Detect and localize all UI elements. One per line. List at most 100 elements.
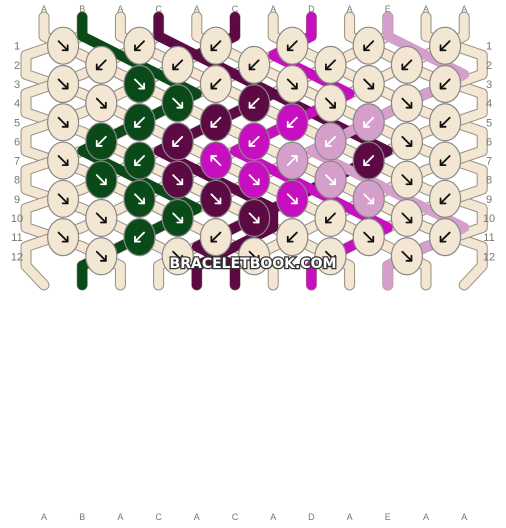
knot xyxy=(46,64,80,104)
row-label-right: 4 xyxy=(486,98,492,110)
knot-arrow-head xyxy=(134,235,141,243)
knot-arrow-icon xyxy=(363,40,375,52)
knot-arrow-head xyxy=(252,178,260,186)
knot-arrow-icon xyxy=(325,250,336,262)
knot-arrow-head xyxy=(248,63,256,71)
knot-arrow-icon xyxy=(439,116,451,128)
knot-arrow-icon xyxy=(95,250,107,262)
knot-arrow-head xyxy=(214,197,222,205)
knot-arrow-head xyxy=(290,82,298,90)
knot-arrow-head xyxy=(405,101,413,109)
row-label-right: 1 xyxy=(486,41,492,53)
knot xyxy=(123,179,156,218)
knot xyxy=(314,84,347,123)
knot xyxy=(199,179,232,218)
knot xyxy=(199,103,232,142)
knot-arrow-head xyxy=(134,120,141,128)
knot-arrow-icon xyxy=(439,155,451,167)
knot-arrow-head xyxy=(95,140,103,147)
knot xyxy=(238,122,271,161)
knot-arrow-icon xyxy=(363,155,375,167)
knot-arrow-head xyxy=(138,197,145,205)
knot-arrow-head xyxy=(134,44,141,52)
knot-arrow-head xyxy=(210,120,218,128)
knot-arrow-icon xyxy=(439,40,451,52)
knot-arrow-head xyxy=(210,82,218,90)
knot-arrow-head xyxy=(99,178,107,186)
knot-arrow-icon xyxy=(134,116,145,128)
knot xyxy=(85,237,118,276)
knot xyxy=(85,198,118,238)
knot-arrow-head xyxy=(405,178,413,186)
knot-arrow-head xyxy=(61,82,69,90)
knot xyxy=(238,237,271,276)
knot xyxy=(123,103,156,142)
knot xyxy=(352,64,385,104)
knot-arrow-head xyxy=(363,120,371,128)
knot-arrow-head xyxy=(325,140,332,147)
knot-arrow-icon xyxy=(172,97,184,109)
knot xyxy=(429,218,462,257)
knot-arrow-head xyxy=(210,155,218,162)
knot-arrow-head xyxy=(286,44,294,52)
knot-arrow-head xyxy=(439,44,447,52)
knot xyxy=(123,141,156,180)
knot-arrow-icon xyxy=(325,174,336,186)
knot-arrow-icon xyxy=(401,59,413,71)
row-label-right: 12 xyxy=(483,251,495,263)
knot-arrow-head xyxy=(176,178,184,186)
knot-arrow-icon xyxy=(57,116,69,128)
knot-arrow-icon xyxy=(286,78,298,90)
row-label-right: 10 xyxy=(483,213,495,225)
row-label-left: 4 xyxy=(14,98,20,110)
strand-label-top: C xyxy=(155,4,162,14)
knot xyxy=(161,160,194,199)
knot xyxy=(46,218,80,257)
knot-arrow-icon xyxy=(248,174,260,186)
knot-arrow-head xyxy=(439,120,447,128)
row-label-right: 3 xyxy=(486,79,492,91)
knot-arrow-icon xyxy=(210,193,222,205)
knot-arrow-icon xyxy=(248,250,260,262)
knot-arrow-head xyxy=(363,159,371,167)
knot-grid xyxy=(46,26,462,276)
knot-arrow-icon xyxy=(325,97,336,109)
knot xyxy=(276,179,309,218)
knot-arrow-head xyxy=(95,63,103,71)
knot-arrow-icon xyxy=(95,59,107,71)
knot-arrow-icon xyxy=(363,193,375,205)
row-label-right: 8 xyxy=(486,175,492,187)
knot-arrow-head xyxy=(61,120,69,128)
strand-label-bottom: C xyxy=(232,512,239,522)
knot-arrow-icon xyxy=(363,116,375,128)
knot-arrow-head xyxy=(61,235,69,243)
knot-arrow-icon xyxy=(134,78,145,90)
knot-arrow-icon xyxy=(439,78,451,90)
strand-label-bottom: A xyxy=(461,512,467,522)
knot-arrow-head xyxy=(329,178,336,186)
strand-label-top: A xyxy=(41,4,47,14)
knot-arrow-icon xyxy=(95,97,107,109)
knot xyxy=(199,218,232,257)
knot-arrow-head xyxy=(439,235,447,243)
strand-label-bottom: A xyxy=(117,512,123,522)
knot xyxy=(161,122,194,161)
strand-label-bottom: A xyxy=(41,512,47,522)
knot-arrow-icon xyxy=(210,231,222,243)
knot xyxy=(46,179,80,218)
knot-arrow-head xyxy=(99,101,107,109)
knot-arrow-icon xyxy=(325,135,336,147)
strand-label-top: A xyxy=(461,4,467,14)
knot xyxy=(429,103,462,142)
knot xyxy=(123,64,156,104)
knot-arrow-icon xyxy=(286,116,298,128)
knot xyxy=(352,103,385,142)
knot xyxy=(46,141,80,180)
knot-arrow-icon xyxy=(172,212,184,224)
knot-arrow-icon xyxy=(210,155,222,167)
knot-arrow-icon xyxy=(401,97,413,109)
row-label-right: 5 xyxy=(486,117,492,129)
knot-arrow-head xyxy=(61,159,69,167)
knot xyxy=(314,122,347,161)
knot xyxy=(46,103,80,142)
